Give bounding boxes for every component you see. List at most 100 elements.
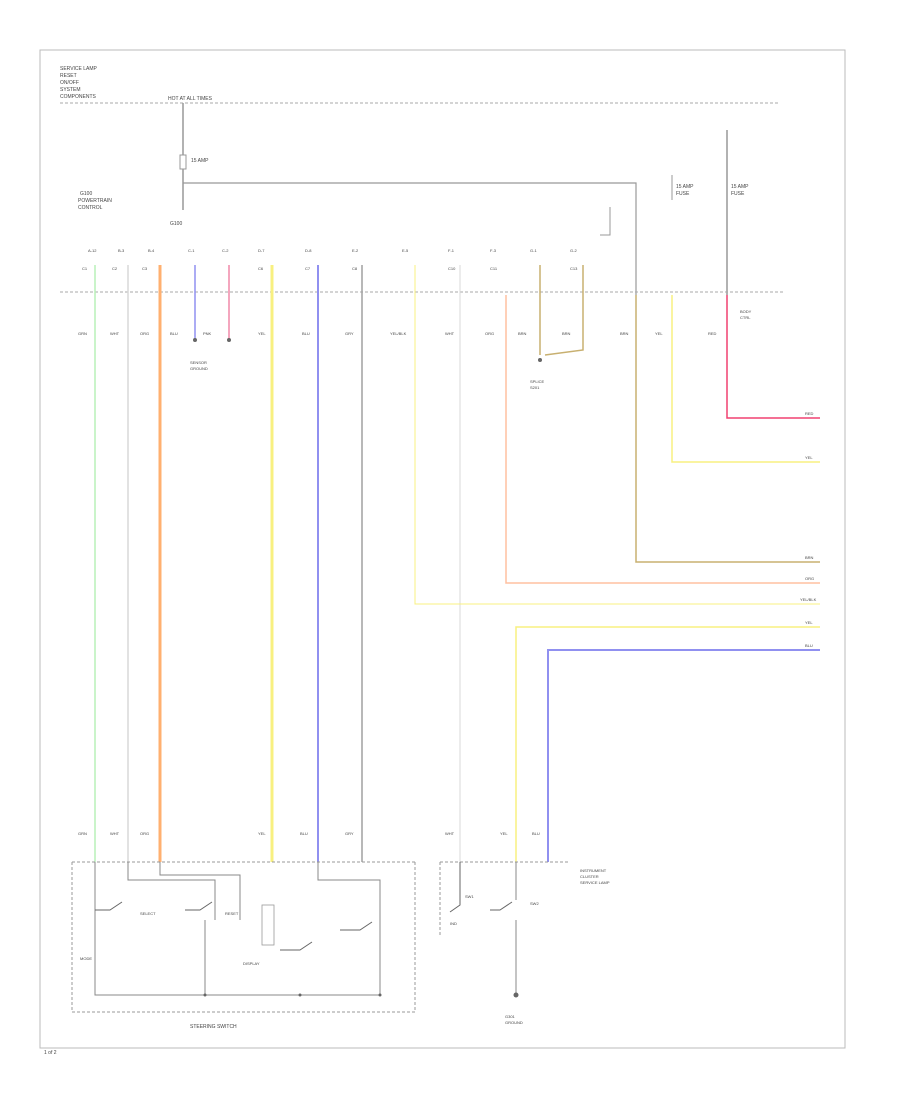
wire-red-exit [726, 295, 820, 419]
pin-label: D-8 [305, 248, 312, 253]
header-line: SYSTEM [60, 87, 81, 93]
wire-label: BLU [170, 331, 178, 336]
connector-id: C8 [352, 266, 358, 271]
left-box-parts: MODE SELECT RESET DISPLAY [80, 911, 260, 966]
wire-brown-exit [635, 295, 820, 563]
wire-label: GRY [345, 831, 354, 836]
wire-label: BRN [518, 331, 527, 336]
left-box-label: STEERING SWITCH [190, 1024, 237, 1030]
header-block: SERVICE LAMP RESET ON/OFF SYSTEM COMPONE… [60, 66, 98, 100]
connector-id-labels: C1 C2 C3 C6 C7 C8 C10 C11 C13 [82, 266, 578, 271]
exit-label: ORG [805, 576, 814, 581]
header-line: ON/OFF [60, 80, 79, 86]
pin-label: B-3 [118, 248, 125, 253]
wire-yellowblk-exit [414, 265, 820, 605]
connector-id: C10 [448, 266, 456, 271]
wire-label: BLU [532, 831, 540, 836]
switch-part-label: RESET [225, 911, 239, 916]
wire-label: YEL [258, 331, 266, 336]
bus-label: HOT AT ALL TIMES [168, 96, 213, 102]
wire-label: ORG [485, 331, 494, 336]
wire-label: GRY [345, 331, 354, 336]
sensor-terminal [227, 338, 231, 342]
ground-top-label: G100 [80, 191, 92, 197]
fuse-right-1-label: 15 AMP [676, 184, 694, 190]
module-part-label: SW1 [465, 894, 474, 899]
header-line: SERVICE LAMP [60, 66, 98, 72]
wire-label: PNK [203, 331, 212, 336]
wire-label: BRN [620, 331, 629, 336]
connector-id: C6 [258, 266, 264, 271]
fuse-right-1-sub: FUSE [676, 191, 690, 197]
module-title-line: CLUSTER [580, 874, 599, 879]
page-footer: 1 of 2 [44, 1050, 57, 1056]
ground-bottom-label-1: G301 [505, 1014, 516, 1019]
wire-label: GRN [78, 331, 87, 336]
wire-label: YEL/BLK [390, 331, 407, 336]
wire-yellow-exit-1 [671, 295, 820, 463]
fuse-right-2-sub: FUSE [731, 191, 745, 197]
right-block-label-1: BODY [740, 309, 752, 314]
wire-blue-exit [547, 649, 820, 862]
switch-part-label: MODE [80, 956, 92, 961]
feed-wire-right-stub [600, 207, 611, 236]
exit-label: BRN [805, 555, 814, 560]
wire-label: BLU [300, 831, 308, 836]
pin-label: C-2 [222, 248, 229, 253]
connector-id: C7 [305, 266, 311, 271]
module-title-line: SERVICE LAMP [580, 880, 610, 885]
wire-label: WHT [445, 831, 455, 836]
connector-id: C1 [82, 266, 88, 271]
module-label-top: POWERTRAIN [78, 198, 112, 204]
exit-label: YEL [805, 620, 813, 625]
pin-label: B-4 [148, 248, 155, 253]
connector-id: C3 [142, 266, 148, 271]
diagram-frame [39, 49, 846, 1049]
sensor-label-bottom: GROUND [190, 366, 208, 371]
ground-bottom-label-2: GROUND [505, 1020, 523, 1025]
wire-labels-top: GRN WHT ORG BLU PNK YEL BLU GRY YEL/BLK … [78, 331, 717, 336]
wire-label: WHT [110, 331, 120, 336]
wire-brown-splice-2 [544, 265, 584, 356]
wire-label: YEL [655, 331, 663, 336]
module-part-label: SW2 [530, 901, 539, 906]
instrument-module-box [439, 861, 570, 998]
pin-label: G-2 [570, 248, 577, 253]
switch-part-label: SELECT [140, 911, 156, 916]
exit-label: YEL [805, 455, 813, 460]
pin-label: D-7 [258, 248, 265, 253]
pin-label: E-5 [402, 248, 409, 253]
splice-label-2: S201 [530, 385, 540, 390]
splice-label-1: SPLICE [530, 379, 545, 384]
wire-label: ORG [140, 331, 149, 336]
pin-label: E-2 [352, 248, 359, 253]
switch-part-label: DISPLAY [243, 961, 260, 966]
wire-label: RED [708, 331, 717, 336]
wire-salmon-exit [505, 295, 820, 584]
ground-top-label-sub: G100 [170, 221, 182, 227]
connector-id: C2 [112, 266, 118, 271]
module-part-label: IND [450, 921, 457, 926]
pin-label: F-3 [490, 248, 497, 253]
module-title-line: INSTRUMENT [580, 868, 607, 873]
right-block-label-2: CTRL [740, 315, 751, 320]
exit-label: YEL/BLK [800, 597, 817, 602]
splice-node [538, 358, 542, 362]
sensor-terminal [193, 338, 197, 342]
wire-label: GRN [78, 831, 87, 836]
fuse-symbol [179, 154, 187, 170]
exit-label: RED [805, 411, 814, 416]
right-module-labels: INSTRUMENT CLUSTER SERVICE LAMP SW1 SW2 … [450, 868, 610, 926]
wire-label: ORG [140, 831, 149, 836]
header-line: COMPONENTS [60, 94, 97, 100]
fuse-label: 15 AMP [191, 158, 209, 164]
wire-label: BLU [302, 331, 310, 336]
header-line: RESET [60, 73, 77, 79]
right-exit-labels: RED YEL BRN ORG YEL/BLK YEL BLU [800, 411, 817, 648]
connector-id: C13 [570, 266, 578, 271]
wire-label: WHT [110, 831, 120, 836]
module-label-bottom: CONTROL [78, 205, 103, 211]
wire-label: YEL [258, 831, 266, 836]
wire-label: YEL [500, 831, 508, 836]
